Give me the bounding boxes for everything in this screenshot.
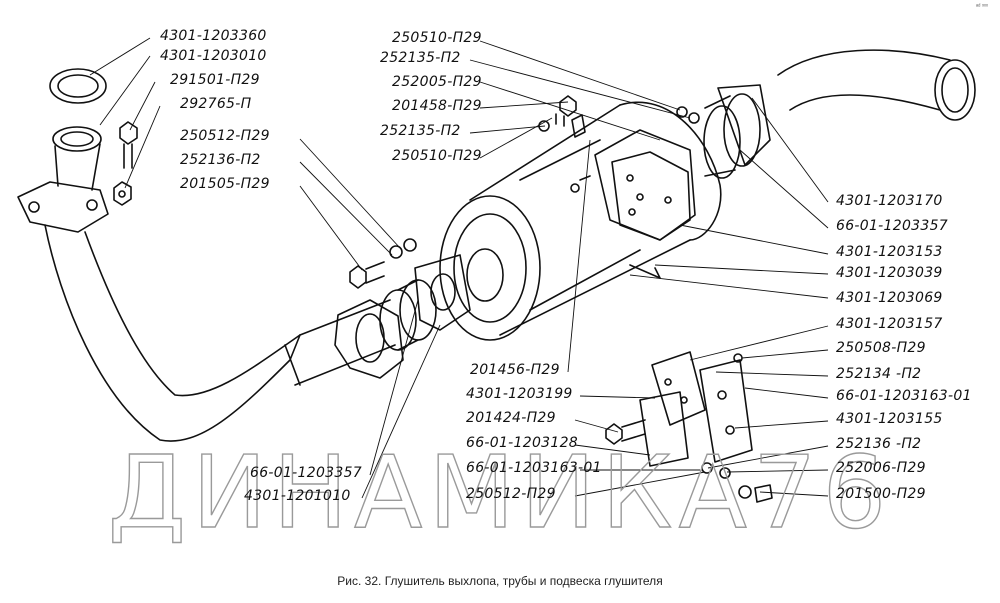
top-bolt bbox=[538, 95, 591, 193]
callout-left-7: 201505-П29 bbox=[180, 176, 270, 192]
flange-nut bbox=[389, 238, 417, 259]
callout-bottom-2: 4301-1203199 bbox=[466, 386, 573, 402]
callout-left-6: 252136-П2 bbox=[180, 152, 261, 168]
rear-flange-joint bbox=[676, 84, 771, 179]
callout-left-3: 291501-П29 bbox=[170, 72, 260, 88]
callout-right-5: 4301-1203069 bbox=[836, 290, 943, 306]
callout-right-1: 4301-1203170 bbox=[836, 193, 943, 209]
tail-pipe bbox=[777, 49, 976, 121]
callout-right-6: 4301-1203157 bbox=[836, 316, 943, 332]
callout-bottomleft-2: 4301-1201010 bbox=[244, 488, 351, 504]
callout-right-2: 66-01-1203357 bbox=[836, 218, 948, 234]
callout-right-3: 4301-1203153 bbox=[836, 244, 943, 260]
callout-right-10: 4301-1203155 bbox=[836, 411, 943, 427]
muffler bbox=[439, 101, 722, 341]
callout-left-4: 292765-П bbox=[180, 96, 252, 112]
callout-left-2: 4301-1203010 bbox=[160, 48, 267, 64]
callout-bottom-5: 66-01-1203163-01 bbox=[466, 460, 602, 476]
callout-right-4: 4301-1203039 bbox=[836, 265, 943, 281]
flange-bolt bbox=[349, 261, 385, 289]
leader-lines bbox=[89, 37, 829, 499]
callout-right-13: 201500-П29 bbox=[836, 486, 926, 502]
callout-bottom-6: 250512-П29 bbox=[466, 486, 556, 502]
callout-bottomleft-1: 66-01-1203357 bbox=[250, 465, 362, 481]
callout-top-5: 252135-П2 bbox=[380, 123, 461, 139]
callout-left-5: 250512-П29 bbox=[180, 128, 270, 144]
callout-right-12: 252006-П29 bbox=[836, 460, 926, 476]
stud-bolt bbox=[119, 121, 138, 169]
figure-caption: Рис. 32. Глушитель выхлопа, трубы и подв… bbox=[337, 574, 663, 588]
callout-right-9: 66-01-1203163-01 bbox=[836, 388, 972, 404]
callout-top-1: 250510-П29 bbox=[392, 30, 482, 46]
gasket-ring bbox=[49, 68, 107, 104]
callout-bottom-3: 201424-П29 bbox=[466, 410, 556, 426]
corner-mark: ᵃᵈ ˣˣˣ bbox=[975, 4, 988, 10]
front-flange-joint bbox=[334, 254, 471, 379]
callout-top-3: 252005-П29 bbox=[392, 74, 482, 90]
suspension-bracket-assembly bbox=[605, 351, 773, 503]
callout-right-8: 252134 -П2 bbox=[836, 366, 922, 382]
callout-bottom-4: 66-01-1203128 bbox=[466, 435, 578, 451]
callout-left-1: 4301-1203360 bbox=[160, 28, 267, 44]
callout-right-7: 250508-П29 bbox=[836, 340, 926, 356]
hex-nut bbox=[113, 181, 132, 206]
muffler-bracket bbox=[571, 114, 691, 241]
callout-right-11: 252136 -П2 bbox=[836, 436, 922, 452]
callout-top-4: 201458-П29 bbox=[392, 98, 482, 114]
callout-top-6: 250510-П29 bbox=[392, 148, 482, 164]
callout-bottom-1: 201456-П29 bbox=[470, 362, 560, 378]
front-exhaust-pipe bbox=[17, 126, 396, 442]
callout-top-2: 252135-П2 bbox=[380, 50, 461, 66]
